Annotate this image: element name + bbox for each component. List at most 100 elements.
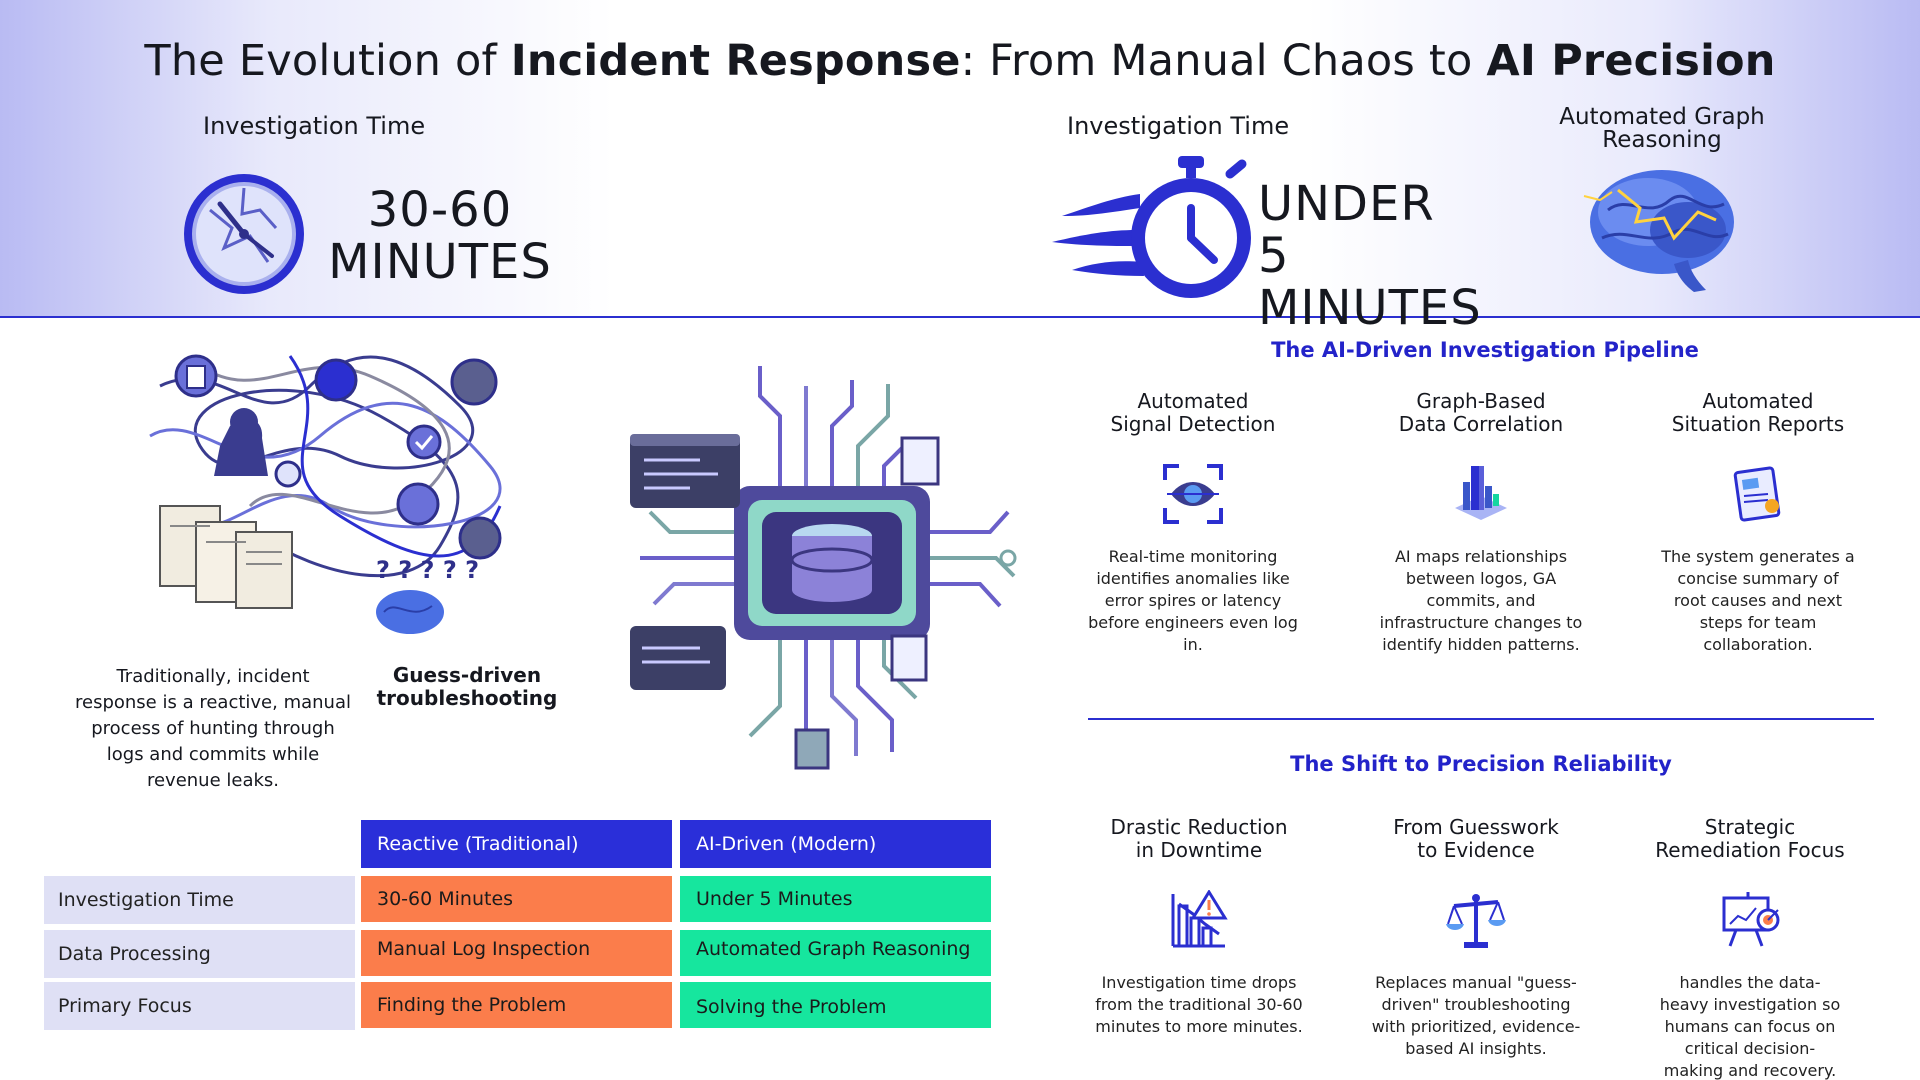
card-body-line: minutes to more minutes.: [1095, 1017, 1303, 1036]
card-body: Investigation time drops from the tradit…: [1083, 972, 1315, 1038]
svg-text:? ? ? ? ?: ? ? ? ? ?: [376, 556, 479, 584]
card-title-line: Situation Reports: [1671, 412, 1845, 436]
declining-chart-warning-icon: [1169, 890, 1229, 950]
balance-scale-icon: [1446, 890, 1506, 950]
card-body-line: from the traditional 30-60: [1095, 995, 1303, 1014]
guess-caption-line1: Guess-driven: [392, 663, 542, 687]
card-title: Strategic Remediation Focus: [1634, 816, 1866, 862]
card-title-line: Signal Detection: [1110, 412, 1276, 436]
card-body-line: Real-time monitoring: [1108, 547, 1278, 566]
card-body-line: making and recovery.: [1663, 1061, 1837, 1080]
card-body-line: error spires or latency: [1104, 591, 1282, 610]
card-body-line: identifies anomalies like: [1096, 569, 1290, 588]
card-body-line: identify hidden patterns.: [1382, 635, 1580, 654]
hero-divider: [0, 316, 1920, 318]
card-body-line: The system generates a: [1661, 547, 1855, 566]
brain-label-line2: Reasoning: [1602, 127, 1722, 153]
table-row-label: Investigation Time: [44, 876, 355, 924]
shift-heading: The Shift to Precision Reliability: [1290, 752, 1672, 776]
shift-card-evidence: From Guesswork to Evidence Replaces manu…: [1360, 816, 1592, 1060]
hero-background: [0, 0, 1920, 316]
card-body-line: commits, and: [1426, 591, 1536, 610]
card-body-line: in.: [1183, 635, 1203, 654]
description-line: logs and commits while: [106, 744, 320, 765]
title-emphasis: Incident Response: [510, 36, 961, 86]
right-stat-line2: MINUTES: [1258, 280, 1482, 336]
fast-stopwatch-icon: [1052, 150, 1262, 300]
card-body-line: humans can focus on: [1664, 1017, 1836, 1036]
card-title-line: Automated: [1702, 389, 1814, 413]
card-title-line: Automated: [1137, 389, 1249, 413]
page-title: The Evolution of Incident Response: From…: [0, 36, 1920, 86]
brain-icon: [1578, 160, 1748, 296]
card-title-line: Remediation Focus: [1655, 838, 1845, 862]
card-title-line: Strategic: [1704, 815, 1796, 839]
eye-scan-icon: [1163, 464, 1223, 524]
description-line: response is a reactive, manual: [75, 692, 351, 713]
bar-graph-icon: [1451, 464, 1511, 524]
card-title: Automated Signal Detection: [1078, 390, 1308, 436]
card-body: AI maps relationships between logos, GA …: [1366, 546, 1596, 656]
target-presentation-icon: [1720, 890, 1780, 950]
table-row-label: Data Processing: [44, 930, 355, 978]
right-stat: UNDER 5 MINUTES: [1258, 176, 1482, 336]
traditional-description: Traditionally, incident response is a re…: [58, 664, 368, 794]
table-cell-ai: Solving the Problem: [680, 982, 991, 1028]
description-line: Traditionally, incident: [116, 666, 310, 687]
description-line: process of hunting through: [91, 718, 335, 739]
section-divider: [1088, 718, 1874, 720]
card-body-line: before engineers even log: [1088, 613, 1298, 632]
card-body: Replaces manual "guess- driven" troubles…: [1360, 972, 1592, 1060]
title-part: The Evolution of: [144, 36, 511, 86]
pipeline-card-graph: Graph-Based Data Correlation AI maps rel…: [1366, 390, 1596, 656]
title-emphasis: AI Precision: [1486, 36, 1776, 86]
left-investigation-label: Investigation Time: [203, 112, 426, 140]
pipeline-heading: The AI-Driven Investigation Pipeline: [1271, 338, 1699, 362]
card-title-line: From Guesswork: [1393, 815, 1559, 839]
card-body-line: driven" troubleshooting: [1381, 995, 1571, 1014]
table-cell-reactive: 30-60 Minutes: [361, 876, 672, 922]
brain-label-line1: Automated Graph: [1559, 104, 1765, 130]
card-body-line: infrastructure changes to: [1379, 613, 1583, 632]
card-body: Real-time monitoring identifies anomalie…: [1078, 546, 1308, 656]
card-body-line: heavy investigation so: [1659, 995, 1841, 1014]
brain-label: Automated Graph Reasoning: [1530, 106, 1794, 152]
table-cell-ai: Under 5 Minutes: [680, 876, 991, 922]
card-title: Graph-Based Data Correlation: [1366, 390, 1596, 436]
card-body-line: AI maps relationships: [1394, 547, 1568, 566]
card-body-line: collaboration.: [1703, 635, 1813, 654]
card-title-line: Graph-Based: [1416, 389, 1546, 413]
right-investigation-label: Investigation Time: [1067, 112, 1290, 140]
left-stat-line2: MINUTES: [328, 234, 552, 290]
card-body-line: Replaces manual "guess-: [1375, 973, 1577, 992]
card-body: handles the data- heavy investigation so…: [1634, 972, 1866, 1080]
ai-chip-illustration: [630, 356, 1030, 770]
table-cell-reactive: Finding the Problem: [361, 982, 672, 1028]
card-title: From Guesswork to Evidence: [1360, 816, 1592, 862]
card-title-line: to Evidence: [1417, 838, 1535, 862]
card-title: Automated Situation Reports: [1643, 390, 1873, 436]
left-stat: 30-60 MINUTES: [320, 184, 560, 288]
card-body-line: root causes and next: [1673, 591, 1843, 610]
table-cell-ai: Automated Graph Reasoning: [680, 930, 991, 976]
table-header-reactive: Reactive (Traditional): [361, 820, 672, 868]
card-body-line: steps for team: [1699, 613, 1817, 632]
description-line: revenue leaks.: [146, 770, 280, 791]
table-row-label: Primary Focus: [44, 982, 355, 1030]
broken-clock-icon: [180, 170, 308, 298]
title-part: : From Manual Chaos to: [960, 36, 1487, 86]
card-body-line: between logos, GA: [1405, 569, 1557, 588]
chaos-illustration: ? ? ? ? ?: [140, 346, 520, 646]
table-header-ai: AI-Driven (Modern): [680, 820, 991, 868]
shift-card-remediation: Strategic Remediation Focus handles the …: [1634, 816, 1866, 1080]
report-document-icon: [1728, 464, 1788, 524]
left-stat-line1: 30-60: [367, 182, 513, 238]
card-title-line: Drastic Reduction: [1110, 815, 1288, 839]
card-body-line: concise summary of: [1677, 569, 1839, 588]
pipeline-card-signal: Automated Signal Detection Real-time mon…: [1078, 390, 1308, 656]
card-title: Drastic Reduction in Downtime: [1083, 816, 1315, 862]
table-cell-reactive: Manual Log Inspection: [361, 930, 672, 976]
guess-driven-caption: Guess-driven troubleshooting: [362, 664, 572, 710]
right-stat-line1: UNDER 5: [1258, 176, 1435, 284]
pipeline-card-reports: Automated Situation Reports The system g…: [1643, 390, 1873, 656]
